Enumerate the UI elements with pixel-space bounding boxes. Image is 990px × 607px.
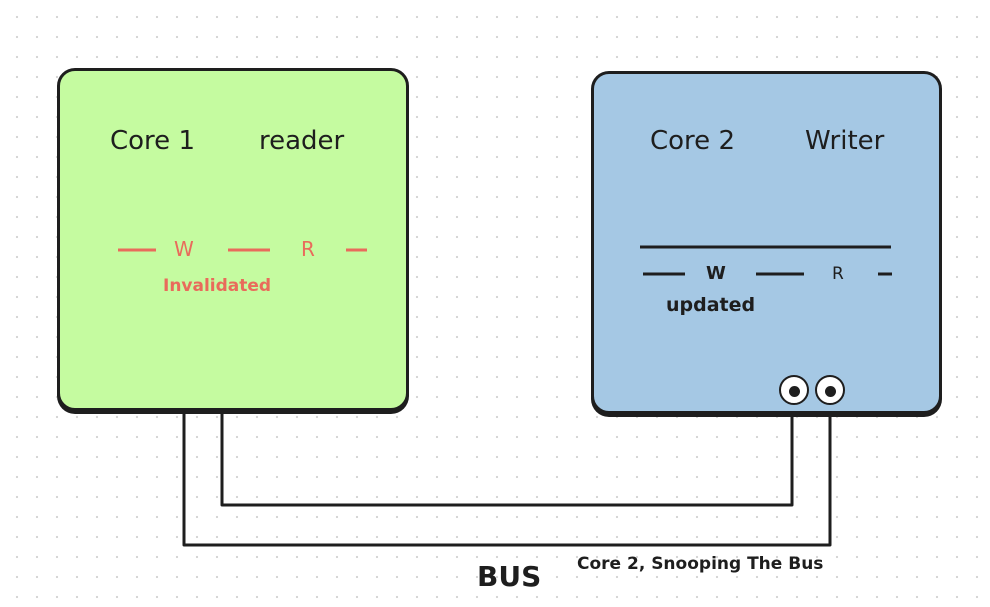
bus-inner-wire (220, 409, 794, 507)
core1-title: Core 1 (110, 126, 195, 156)
core1-w-label: W (174, 237, 194, 261)
core1-r-label: R (301, 237, 315, 261)
bus-outer-wire (182, 409, 832, 547)
core1-status: Invalidated (163, 276, 272, 296)
core2-cache-line (640, 245, 892, 276)
core1-role: reader (259, 126, 345, 156)
core1-cache-line (118, 248, 367, 252)
core2-role: Writer (805, 126, 885, 156)
core2-box (591, 71, 942, 414)
core2-title: Core 2 (650, 126, 735, 156)
snoop-label: Core 2, Snooping The Bus (577, 554, 824, 574)
right-eye (815, 375, 845, 405)
left-eye (779, 375, 809, 405)
core2-r-label: R (832, 264, 844, 284)
bus-label: BUS (477, 560, 542, 593)
core1-box (57, 68, 409, 411)
core2-w-label: W (706, 263, 726, 284)
eyes-icon (779, 375, 849, 409)
core2-status: updated (666, 294, 756, 316)
